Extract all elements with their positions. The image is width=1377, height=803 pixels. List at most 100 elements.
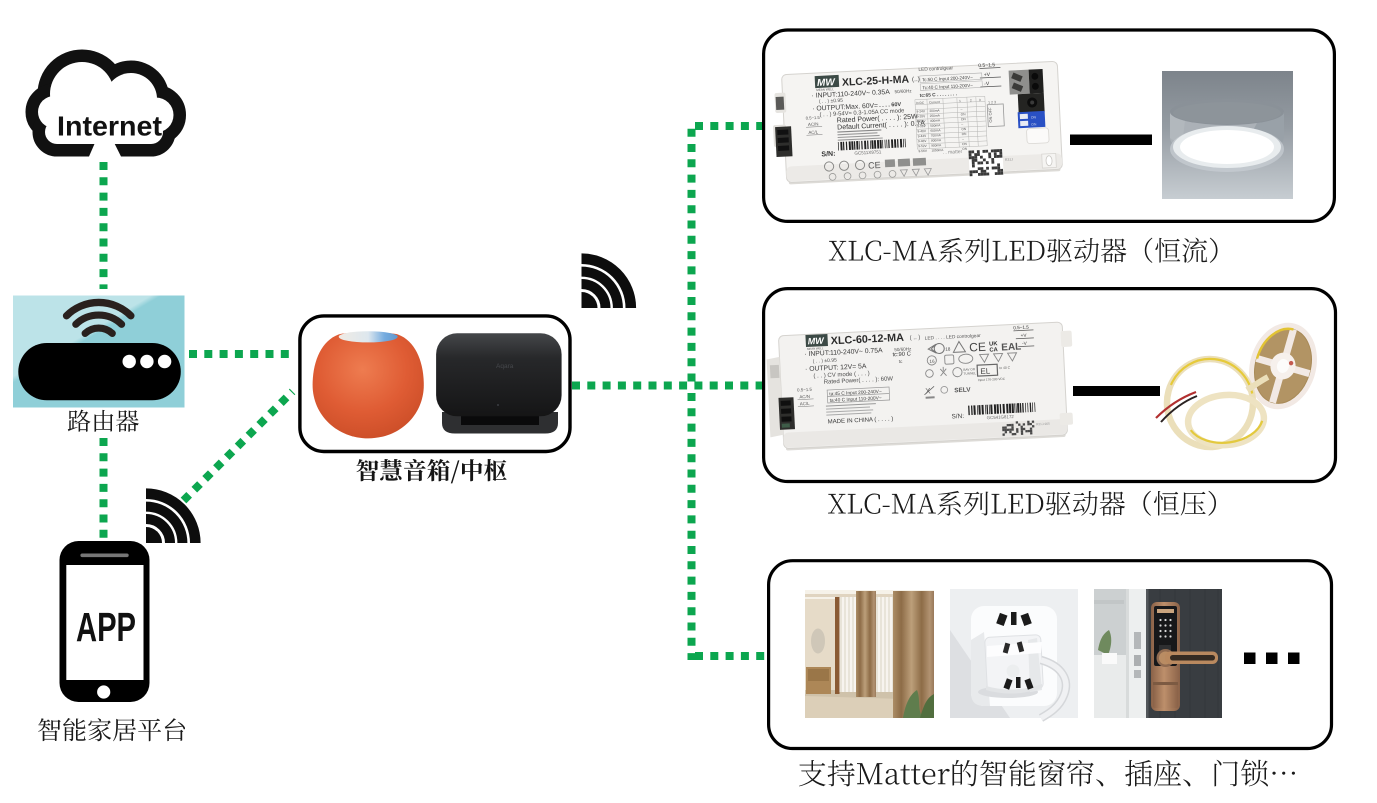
svg-text:0.5~1.5: 0.5~1.5 bbox=[806, 115, 821, 121]
svg-text:50/60Hz: 50/60Hz bbox=[894, 88, 912, 94]
svg-text:Current: Current bbox=[929, 100, 940, 105]
svg-text:50/60Hz: 50/60Hz bbox=[894, 346, 912, 352]
svg-text:APP: APP bbox=[76, 604, 136, 650]
svg-text:9-24V: 9-24V bbox=[916, 109, 926, 113]
svg-text:. . . . 60V: . . . . 60V bbox=[879, 102, 902, 109]
svg-text:700mA: 700mA bbox=[931, 133, 942, 138]
svg-text:--: -- bbox=[962, 137, 964, 141]
svg-text:9-52V: 9-52V bbox=[918, 144, 928, 148]
svg-text:UK: UK bbox=[989, 341, 998, 347]
svg-text:( . . ) ±0.95: ( . . ) ±0.95 bbox=[813, 358, 838, 365]
svg-text:800mA: 800mA bbox=[931, 138, 942, 143]
svg-text:400mA: 400mA bbox=[930, 118, 941, 123]
svg-text:AC/L: AC/L bbox=[800, 401, 811, 406]
svg-text:ON: ON bbox=[962, 147, 968, 151]
svg-text:900mA: 900mA bbox=[931, 143, 942, 148]
svg-text:2: 2 bbox=[970, 98, 972, 102]
svg-text:-V: -V bbox=[984, 81, 990, 87]
svg-text:Rated Power( . . . . ): 25W: Rated Power( . . . . ): 25W bbox=[837, 114, 919, 125]
svg-text:GC541G8172: GC541G8172 bbox=[987, 414, 1015, 420]
svg-text:9-48V: 9-48V bbox=[918, 139, 928, 143]
svg-text:600mA: 600mA bbox=[930, 128, 941, 133]
svg-text:ON: ON bbox=[961, 117, 967, 121]
svg-text:· INPUT:110-240V~ 0.75A: · INPUT:110-240V~ 0.75A bbox=[804, 347, 883, 358]
svg-text:XLC-25-H-MA: XLC-25-H-MA bbox=[842, 73, 910, 88]
svg-text:tc:90 C: tc:90 C bbox=[892, 351, 911, 358]
svg-text:AC/N: AC/N bbox=[808, 121, 819, 127]
svg-text:9-28V: 9-28V bbox=[917, 114, 927, 118]
svg-text:250mA: 250mA bbox=[930, 113, 941, 118]
svg-text:1050mA: 1050mA bbox=[931, 148, 944, 153]
svg-text:( . . ) 9-54V= 0.3-1.05A CC mo: ( . . ) 9-54V= 0.3-1.05A CC mode bbox=[819, 108, 904, 118]
svg-text:9-36V: 9-36V bbox=[917, 124, 927, 128]
svg-text:ta:45 C Input 200-240V~: ta:45 C Input 200-240V~ bbox=[829, 389, 882, 398]
svg-text:· INPUT:110-240V~ 0.35A: · INPUT:110-240V~ 0.35A bbox=[811, 89, 890, 100]
svg-text:ON: ON bbox=[1031, 115, 1037, 119]
svg-text:Rated Power( . . . . ): 60W: Rated Power( . . . . ): 60W bbox=[824, 376, 894, 385]
svg-text:to 40 C: to 40 C bbox=[999, 366, 1011, 371]
svg-text:ON: ON bbox=[961, 127, 967, 131]
svg-text:Internet: Internet bbox=[57, 111, 162, 142]
svg-text:CA: CA bbox=[989, 347, 998, 353]
svg-text:. . matter: . . matter bbox=[942, 149, 962, 156]
svg-text:MEAN WELL: MEAN WELL bbox=[816, 87, 834, 92]
svg-text:1 2 3: 1 2 3 bbox=[988, 100, 996, 104]
svg-text:(..): (..) bbox=[912, 76, 920, 83]
svg-text:9-56V: 9-56V bbox=[918, 149, 928, 153]
svg-text:· OUTPUT: 12V= 5A: · OUTPUT: 12V= 5A bbox=[805, 363, 867, 373]
svg-text:3: 3 bbox=[979, 98, 981, 102]
svg-text:( . . ) CV mode ( . . . ): ( . . ) CV mode ( . . . ) bbox=[813, 371, 870, 380]
svg-text:( .. ): ( .. ) bbox=[910, 335, 921, 342]
svg-text:0.5~1.5: 0.5~1.5 bbox=[797, 387, 813, 393]
svg-text:Input 176-280 VDC: Input 176-280 VDC bbox=[978, 377, 1006, 382]
svg-text:AC/N: AC/N bbox=[799, 394, 810, 400]
svg-text:-V: -V bbox=[1022, 341, 1028, 346]
svg-text:0.5~1.5: 0.5~1.5 bbox=[978, 62, 995, 69]
svg-text:18: 18 bbox=[945, 346, 951, 351]
svg-text:tc: tc bbox=[899, 359, 904, 364]
svg-text:GC511X9751: GC511X9751 bbox=[854, 149, 882, 155]
svg-text:+V: +V bbox=[984, 72, 991, 78]
svg-text:Tc:40 C Input 110-200V~: Tc:40 C Input 110-200V~ bbox=[922, 83, 973, 90]
svg-text:MW: MW bbox=[807, 336, 825, 347]
svg-text:tc:65 C . . . . . . . .: tc:65 C . . . . . . . . bbox=[920, 91, 958, 99]
svg-text:Aqara: Aqara bbox=[496, 363, 514, 370]
svg-text:· OUTPUT:Max. 60V=: · OUTPUT:Max. 60V= bbox=[812, 103, 878, 113]
svg-text:S/N:: S/N: bbox=[821, 151, 835, 159]
svg-text:ta:40 C Input 110-200V~: ta:40 C Input 110-200V~ bbox=[830, 395, 882, 404]
svg-text:EAL: EAL bbox=[1001, 342, 1022, 354]
svg-text:MW: MW bbox=[817, 77, 837, 89]
svg-text:1: 1 bbox=[959, 99, 961, 103]
svg-text:CE: CE bbox=[868, 160, 881, 171]
svg-text:500mA: 500mA bbox=[930, 123, 941, 128]
svg-text:XLC-60-12-MA: XLC-60-12-MA bbox=[830, 332, 904, 348]
svg-text:+V: +V bbox=[1021, 333, 1028, 338]
svg-text:16: 16 bbox=[929, 359, 935, 364]
svg-text:ON: ON bbox=[962, 132, 968, 136]
svg-text:R31J: R31J bbox=[1005, 157, 1013, 161]
svg-text:ON: ON bbox=[1031, 122, 1037, 126]
svg-text:0.5~1.5: 0.5~1.5 bbox=[1013, 325, 1029, 331]
svg-text:Tc:50 C Input 200-240V~: Tc:50 C Input 200-240V~ bbox=[922, 75, 973, 82]
svg-text:LED . . . . LED controlgear: LED . . . . LED controlgear bbox=[925, 333, 982, 342]
svg-text:ON: ON bbox=[962, 142, 968, 146]
svg-text:BAV OR: BAV OR bbox=[963, 367, 976, 372]
svg-text:SELV: SELV bbox=[954, 387, 971, 395]
svg-text:S/N:: S/N: bbox=[951, 413, 964, 421]
svg-text:9-32V: 9-32V bbox=[917, 119, 927, 123]
svg-text:( . . ) ±0.95: ( . . ) ±0.95 bbox=[819, 98, 844, 105]
svg-text:--: -- bbox=[961, 122, 963, 126]
svg-text:200mA: 200mA bbox=[929, 108, 940, 113]
svg-text:R31J-905: R31J-905 bbox=[1036, 422, 1050, 427]
svg-text:ON OFF: ON OFF bbox=[987, 107, 993, 123]
svg-text:CE: CE bbox=[969, 340, 986, 355]
svg-text:EL: EL bbox=[980, 367, 991, 376]
svg-text:9-40V: 9-40V bbox=[917, 129, 927, 133]
svg-text:In:DC: In:DC bbox=[916, 101, 925, 105]
svg-text:Default Current( . . . . ): 0.: Default Current( . . . . ): 0.7A bbox=[837, 120, 925, 131]
svg-text:AC/L: AC/L bbox=[808, 129, 819, 134]
svg-text:MEAN WELL: MEAN WELL bbox=[807, 346, 824, 351]
svg-text:9-44V: 9-44V bbox=[918, 134, 928, 138]
svg-text:MADE IN CHINA ( . . . . ): MADE IN CHINA ( . . . . ) bbox=[828, 416, 894, 425]
svg-text:ON: ON bbox=[961, 112, 967, 116]
